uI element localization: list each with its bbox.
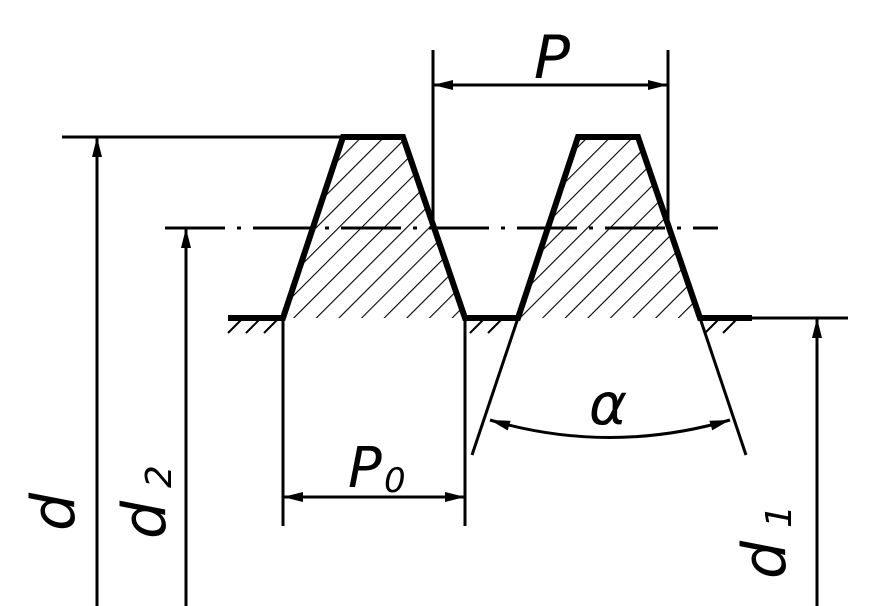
extension-lines [62, 50, 848, 526]
pitch-diameter-label: d [110, 500, 180, 539]
width-label: P [348, 436, 382, 501]
angle-dimension [489, 418, 731, 439]
pitch-label: P [534, 23, 571, 93]
width-label-subscript: 0 [384, 461, 406, 501]
minor-diameter-label: d [730, 540, 800, 579]
minor-diameter-label-subscript: 1 [759, 505, 800, 528]
angle-label: α [589, 370, 627, 438]
major-diameter-label: d [19, 492, 89, 531]
minor-diameter-label-group: d 1 [730, 505, 800, 579]
dimension-lines [92, 80, 822, 606]
pitch-diameter-label-group: d 2 [110, 465, 180, 539]
pitch-diameter-label-subscript: 2 [139, 465, 180, 488]
major-diameter-label-group: d [19, 492, 89, 531]
